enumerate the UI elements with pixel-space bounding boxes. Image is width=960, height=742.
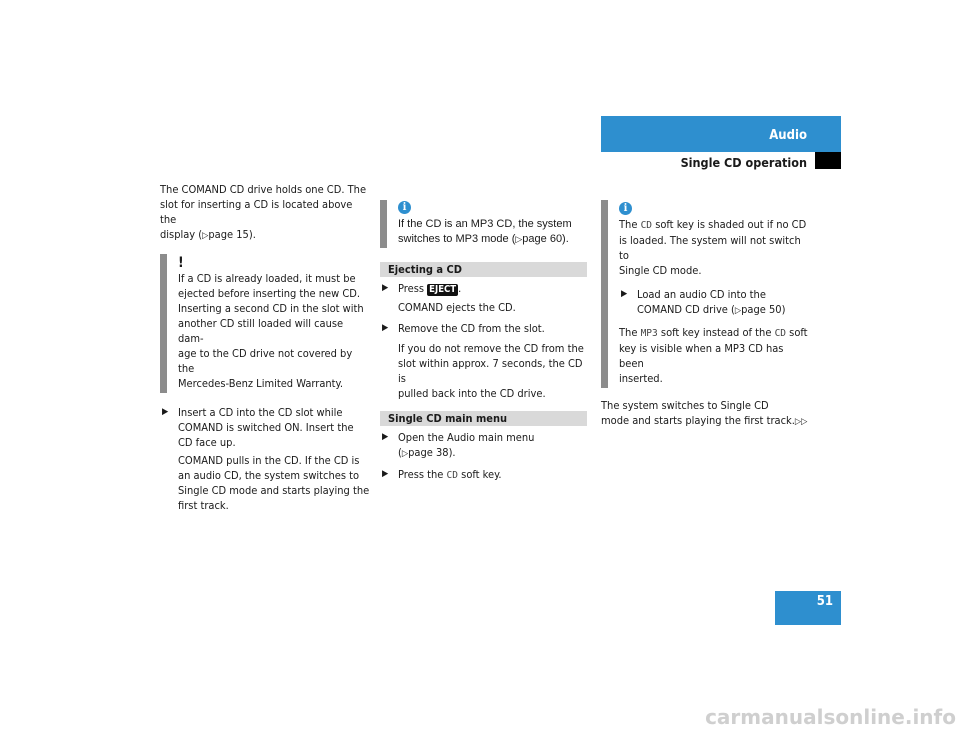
cd-softkey-label: CD xyxy=(774,328,787,339)
result-insert-cd: COMAND pulls in the CD. If the CD is an … xyxy=(178,454,370,512)
header-tab-marker xyxy=(815,152,841,169)
section-heading-single-cd-menu: Single CD main menu xyxy=(380,411,587,426)
bullet-arrow-icon: ▶ xyxy=(162,407,169,417)
mp3-softkey-label: MP3 xyxy=(640,328,658,339)
bullet-arrow-icon: ▶ xyxy=(382,432,389,442)
bullet-arrow-icon: ▶ xyxy=(382,469,389,479)
column-3: i The CD soft key is shaded out if no CD… xyxy=(601,200,811,430)
info-icon: i xyxy=(619,202,632,215)
warning-icon: ! xyxy=(178,255,184,271)
mp3-softkey-text: The MP3 soft key instead of the CD soft … xyxy=(619,326,808,385)
page-ref-arrow-icon: ▷ xyxy=(202,231,209,241)
page-ref-arrow-icon: ▷ xyxy=(734,306,742,316)
final-paragraph: The system switches to Single CD mode an… xyxy=(601,399,808,427)
step-press-cd-softkey: ▶ Press the CD soft key. xyxy=(382,468,502,481)
info-note-text: The CD soft key is shaded out if no CD i… xyxy=(619,218,807,277)
bullet-arrow-icon: ▶ xyxy=(621,289,628,299)
info-icon: i xyxy=(398,201,411,214)
header-section-title: Audio xyxy=(769,128,807,143)
cd-softkey-label: CD xyxy=(640,220,653,231)
warning-text: If a CD is already loaded, it must be ej… xyxy=(178,272,364,390)
column-2: i If the CD is an MP3 CD, the system swi… xyxy=(380,200,587,483)
watermark: carmanualsonline.info xyxy=(705,705,956,729)
warning-note: ! If a CD is already loaded, it must be … xyxy=(160,254,370,393)
intro-paragraph: The COMAND CD drive holds one CD. The sl… xyxy=(160,183,367,241)
cd-softkey-label: CD xyxy=(446,470,458,481)
continue-arrows-icon: ▷▷ xyxy=(794,417,808,427)
column-1: The COMAND CD drive holds one CD. The sl… xyxy=(160,182,370,513)
step-remove-cd: ▶ Remove the CD from the slot. xyxy=(382,322,545,335)
header-bar xyxy=(601,116,841,152)
step-load-cd: ▶ Load an audio CD into the COMAND CD dr… xyxy=(621,288,786,316)
page-ref-arrow-icon: ▷ xyxy=(515,234,523,244)
bullet-arrow-icon: ▶ xyxy=(382,283,389,293)
page-number: 51 xyxy=(775,591,841,625)
step-insert-cd: ▶ Insert a CD into the CD slot while COM… xyxy=(162,406,354,449)
eject-key-icon: EJECT xyxy=(427,284,459,296)
info-note-cd-softkey: i The CD soft key is shaded out if no CD… xyxy=(601,200,811,388)
header-subsection-title: Single CD operation xyxy=(680,155,807,170)
step-press-eject: ▶ Press EJECT. xyxy=(382,282,462,296)
section-heading-ejecting: Ejecting a CD xyxy=(380,262,587,277)
result-remove: If you do not remove the CD from the slo… xyxy=(398,342,584,400)
info-note-text: If the CD is an MP3 CD, the system switc… xyxy=(398,218,572,245)
step-open-menu: ▶ Open the Audio main menu (▷page 38). xyxy=(382,431,535,459)
page-ref-arrow-icon: ▷ xyxy=(401,449,409,459)
bullet-arrow-icon: ▶ xyxy=(382,323,389,333)
info-note-mp3: i If the CD is an MP3 CD, the system swi… xyxy=(380,200,587,248)
result-eject: COMAND ejects the CD. xyxy=(398,301,516,314)
